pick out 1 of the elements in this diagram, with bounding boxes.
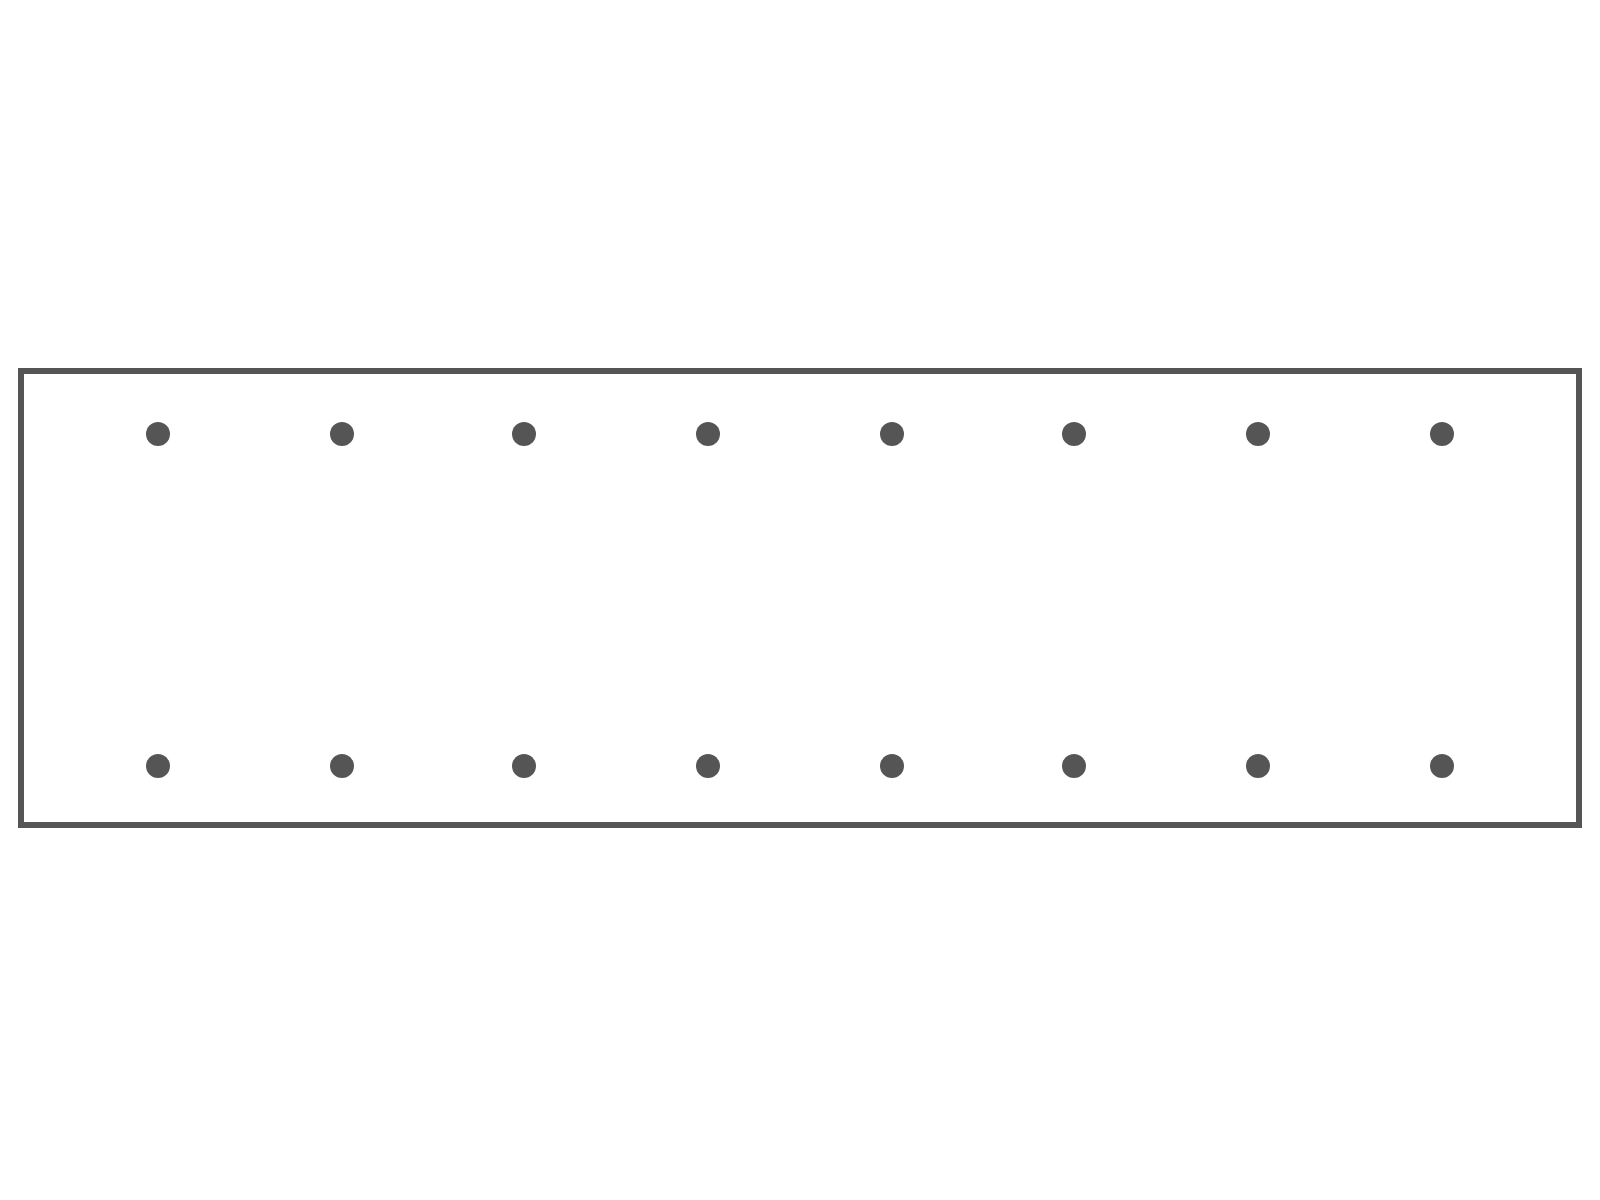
plate-outline [18, 368, 1582, 828]
